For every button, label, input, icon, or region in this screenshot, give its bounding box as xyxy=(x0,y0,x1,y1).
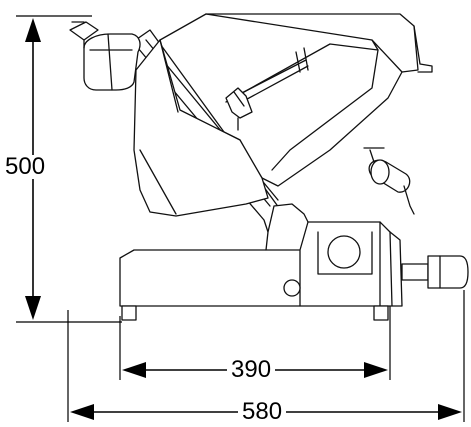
machine-body xyxy=(133,39,269,217)
width-arrow-left xyxy=(70,404,94,420)
pusher-clamp xyxy=(225,87,253,119)
carriage-tray-edge xyxy=(371,39,379,51)
front-foot xyxy=(121,305,137,321)
carriage-knob-stem xyxy=(363,147,415,215)
thickness-knob-stem xyxy=(71,21,85,49)
rear-foot xyxy=(373,305,389,321)
motor-circle xyxy=(327,235,361,269)
slicer-machine xyxy=(69,13,469,321)
width-dimension-label: 580 xyxy=(238,400,287,424)
base-bevel xyxy=(317,231,373,275)
height-arrow-top xyxy=(25,18,41,42)
carriage-lip xyxy=(413,25,433,73)
carriage-tray-inner xyxy=(225,43,379,171)
height-dimension-label: 500 xyxy=(1,155,50,179)
width-arrow-right xyxy=(438,404,462,420)
side-knob-cap xyxy=(427,255,469,289)
base-side-panel xyxy=(389,231,403,307)
carriage-knob-cap xyxy=(370,159,390,185)
thickness-knob-body xyxy=(83,33,141,91)
thickness-knob-ridge xyxy=(89,33,133,91)
thickness-knob-cap xyxy=(69,21,99,41)
base-inner-step xyxy=(265,221,381,307)
side-knob-stem xyxy=(401,263,429,281)
depth-arrow-right xyxy=(364,362,388,378)
switch-button xyxy=(283,279,301,297)
depth-dimension-label: 390 xyxy=(227,358,276,382)
pusher-rod xyxy=(235,47,309,105)
depth-arrow-left xyxy=(122,362,146,378)
depth-dimension xyxy=(119,300,391,380)
height-arrow-bottom xyxy=(25,296,41,320)
pusher-clamp-detail xyxy=(233,91,245,131)
machine-body-seam xyxy=(139,39,179,215)
